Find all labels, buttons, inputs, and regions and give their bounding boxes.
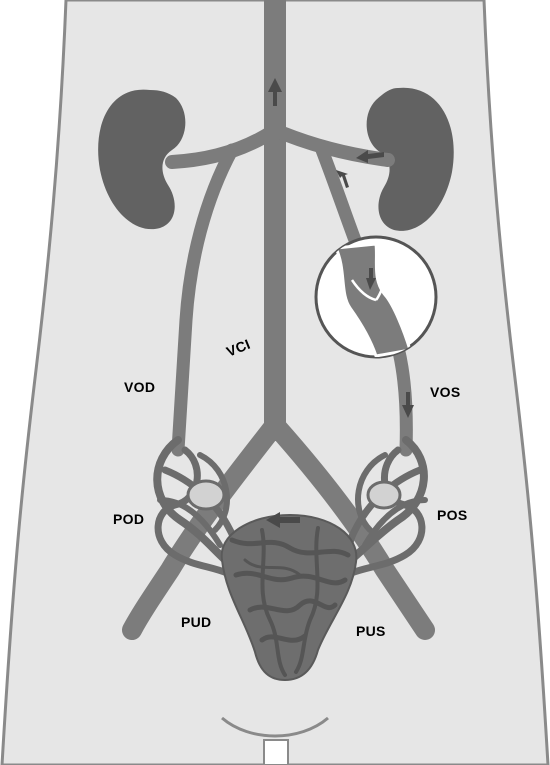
label-pus: PUS — [356, 623, 386, 639]
right-ovary — [188, 481, 224, 509]
leg-gap — [264, 740, 288, 765]
label-vod: VOD — [124, 379, 155, 395]
label-pos: POS — [437, 507, 467, 523]
left-ovary — [368, 482, 400, 508]
label-pod: POD — [113, 511, 144, 527]
magnified-valve-inset — [316, 237, 436, 357]
label-pud: PUD — [181, 614, 211, 630]
label-vos: VOS — [430, 384, 460, 400]
